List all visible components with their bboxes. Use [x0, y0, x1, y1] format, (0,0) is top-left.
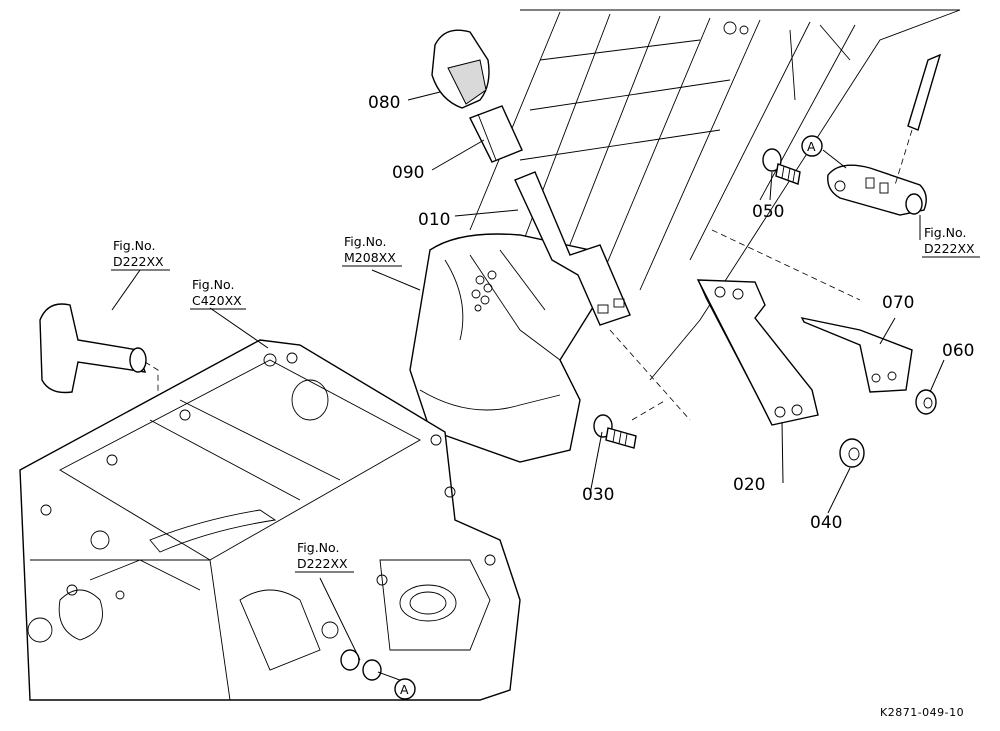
drawing-code: K2871-049-10	[880, 706, 964, 719]
fig-ref-d222-bottom: Fig.No. D222XX	[295, 540, 354, 573]
callout-a-top: A	[801, 135, 823, 157]
fig-ref-code: D222XX	[924, 241, 975, 256]
part-label-030: 030	[582, 485, 614, 505]
pivot-block-drawing	[827, 53, 942, 216]
callout-a-bottom: A	[394, 678, 416, 700]
bolt-part-050	[762, 148, 801, 185]
fig-ref-prefix: Fig.No.	[344, 234, 386, 249]
part-label-080: 080	[368, 93, 400, 113]
nut-part-040	[839, 438, 865, 468]
housing-texture	[471, 270, 497, 312]
part-label-090: 090	[392, 163, 424, 183]
fig-ref-prefix: Fig.No.	[113, 238, 155, 253]
callout-a-top-letter: A	[807, 139, 816, 154]
fig-ref-code: M208XX	[344, 250, 396, 265]
o-ring-drawing	[340, 649, 382, 681]
fig-ref-code: D222XX	[297, 556, 348, 571]
callout-a-bottom-letter: A	[400, 682, 409, 697]
bracket-part-020	[696, 279, 819, 426]
fig-ref-d222-right: Fig.No. D222XX	[922, 225, 980, 258]
fig-ref-prefix: Fig.No.	[924, 225, 966, 240]
part-label-010: 010	[418, 210, 450, 230]
fig-ref-c420: Fig.No. C420XX	[190, 277, 246, 310]
fig-ref-prefix: Fig.No.	[297, 540, 339, 555]
fig-ref-prefix: Fig.No.	[192, 277, 234, 292]
part-label-060: 060	[942, 341, 974, 361]
plate-part-070	[800, 317, 913, 393]
knob-part-080	[431, 29, 490, 109]
shaft-drawing	[39, 303, 159, 600]
bolt-part-030	[593, 414, 637, 449]
fig-ref-d222-left: Fig.No. D222XX	[111, 238, 170, 271]
fender-panel-drawing	[469, 9, 961, 381]
fig-ref-code: C420XX	[192, 293, 242, 308]
lever-part-010	[514, 171, 631, 326]
grip-part-090	[469, 105, 523, 163]
part-label-070: 070	[882, 293, 914, 313]
part-label-020: 020	[733, 475, 765, 495]
nut-part-060	[915, 389, 937, 415]
lever-guide-housing-drawing	[409, 233, 611, 463]
part-label-050: 050	[752, 202, 784, 222]
fig-ref-code: D222XX	[113, 254, 164, 269]
fig-ref-m208: Fig.No. M208XX	[342, 234, 402, 267]
part-label-040: 040	[810, 513, 842, 533]
transmission-case-drawing	[19, 339, 521, 701]
